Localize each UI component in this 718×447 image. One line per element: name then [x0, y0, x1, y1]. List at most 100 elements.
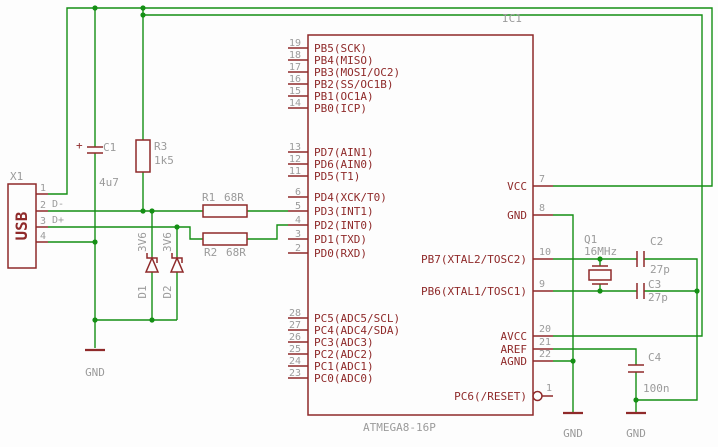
- ic-pin-label: AVCC: [501, 330, 528, 343]
- ic-pin-label: PB1(OC1A): [314, 90, 374, 103]
- junction-dots: [92, 5, 700, 403]
- ic-pin-number: 6: [295, 187, 301, 198]
- ic-pin-label: PB7(XTAL2/TOSC2): [421, 253, 527, 266]
- capacitor-c3: C3 27p: [636, 278, 668, 304]
- ic-pin-label: PD0(RXD): [314, 247, 367, 260]
- ic-pin-number: 13: [289, 142, 301, 153]
- ic-pin-number: 26: [289, 332, 301, 343]
- zener-anode-triangle: [169, 256, 185, 273]
- wire-dplus-to-ic: [247, 224, 288, 240]
- wire-aref: [553, 348, 637, 365]
- wire-dplus: [48, 226, 203, 240]
- d2-ref-label: D2: [161, 285, 174, 298]
- junction-dot: [597, 288, 603, 294]
- ic-pin-number: 23: [289, 368, 301, 379]
- wire-c2-right: [636, 258, 698, 401]
- ic-pin-number: 9: [539, 279, 545, 290]
- resistor-r1: R1 68R: [202, 191, 248, 218]
- reset-inversion-bubble: [532, 390, 543, 402]
- ic-pin-number: 1: [546, 383, 552, 394]
- ic-pin-number: 28: [289, 308, 301, 319]
- c2-ref-label: C2: [650, 235, 663, 248]
- junction-dot: [174, 224, 180, 230]
- ic-pin-label: PB2(SS/OC1B): [314, 78, 393, 91]
- ic-pin-label: PD4(XCK/T0): [314, 191, 387, 204]
- r3-value-label: 1k5: [154, 154, 174, 167]
- ic-pin-label: PC6(/RESET): [454, 390, 527, 403]
- ic-pin-number: 22: [539, 349, 551, 360]
- zener-d1: D1 3V6: [136, 232, 160, 299]
- ic-pin-label: PD3(INT1): [314, 205, 374, 218]
- c3-ref-label: C3: [648, 278, 661, 291]
- zener-anode-triangle: [144, 256, 160, 273]
- wire-ic-gnd: [553, 214, 574, 412]
- ic-pin-number: 8: [539, 203, 545, 214]
- ic-pin-label: PD7(AIN1): [314, 146, 374, 159]
- ic-pin-label: PB3(MOSI/OC2): [314, 66, 400, 79]
- ic-pin-label: PB4(MISO): [314, 54, 374, 67]
- ic-pin-label: AGND: [501, 355, 528, 368]
- ic-pin-label: VCC: [507, 180, 527, 193]
- wire-vcc-main: [48, 7, 713, 195]
- junction-dot: [633, 397, 639, 403]
- gnd-symbol-left: GND: [85, 348, 105, 379]
- gnd-label: GND: [626, 427, 646, 440]
- resistor-body: [202, 204, 248, 218]
- junction-dot: [694, 288, 700, 294]
- junction-dot: [597, 256, 603, 262]
- ic-pin-number: 25: [289, 344, 301, 355]
- ic-pin-number: 16: [289, 74, 301, 85]
- ic-pin-number: 3: [295, 229, 301, 240]
- ic-pin-number: 20: [539, 324, 551, 335]
- ic-pin-number: 4: [295, 215, 301, 226]
- ic-pin-number: 24: [289, 356, 301, 367]
- junction-dot: [570, 358, 576, 364]
- junction-dot: [140, 5, 146, 11]
- ic-pin-label: PD5(T1): [314, 170, 360, 183]
- junction-dot: [140, 12, 146, 18]
- ic-pin-label: PD2(INT0): [314, 219, 374, 232]
- resistor-r2: R2 68R: [202, 232, 248, 259]
- net-label-dminus: D-: [52, 199, 64, 210]
- resistor-body: [202, 232, 248, 246]
- ic-value-label: ATMEGA8-16P: [363, 421, 436, 434]
- junction-dot: [149, 208, 155, 214]
- ic-pin-number: 12: [289, 154, 301, 165]
- junction-dot: [140, 208, 146, 214]
- junction-dot: [92, 317, 98, 323]
- ic-pin-label: PC4(ADC4/SDA): [314, 324, 400, 337]
- d1-value-label: 3V6: [136, 232, 149, 252]
- usb-connector: X1 USB 1 2 3 4 D- D+: [7, 170, 64, 269]
- d1-ref-label: D1: [136, 285, 149, 298]
- usb-body: [7, 183, 37, 269]
- usb-ref-label: X1: [10, 170, 23, 183]
- r2-ref-label: R2: [204, 246, 217, 259]
- r2-value-label: 68R: [226, 246, 246, 259]
- c2-value-label: 27p: [650, 263, 670, 276]
- crystal-plates: [592, 265, 608, 285]
- gnd-label: GND: [85, 366, 105, 379]
- capacitor-plates: [87, 146, 103, 154]
- ic-ref-label: IC1: [502, 12, 522, 25]
- ic-pin-label: PD1(TXD): [314, 233, 367, 246]
- capacitor-plates: [628, 364, 644, 373]
- ic-pin-label: PC2(ADC2): [314, 348, 374, 361]
- ic-left-pin-stubs: [288, 47, 308, 379]
- junction-dot: [92, 5, 98, 11]
- ic-atmega8: IC1 ATMEGA8-16P PB5(SCK) PB4(MISO) PB3(M…: [288, 12, 553, 434]
- ic-pin-label: PC1(ADC1): [314, 360, 374, 373]
- r3-ref-label: R3: [154, 140, 167, 153]
- net-label-dplus: D+: [52, 215, 64, 226]
- ic-pin-number: 19: [289, 38, 301, 49]
- ic-pin-number: 27: [289, 320, 301, 331]
- capacitor-plates: [636, 251, 645, 267]
- r1-ref-label: R1: [202, 191, 215, 204]
- resistor-body: [135, 139, 151, 173]
- wires: [48, 7, 713, 412]
- ic-pin-number: 2: [295, 243, 301, 254]
- ic-pin-number: 17: [289, 62, 301, 73]
- gnd-symbol-right-2: GND: [626, 411, 646, 440]
- crystal-body: [588, 269, 612, 281]
- ic-pin-number: 14: [289, 98, 301, 109]
